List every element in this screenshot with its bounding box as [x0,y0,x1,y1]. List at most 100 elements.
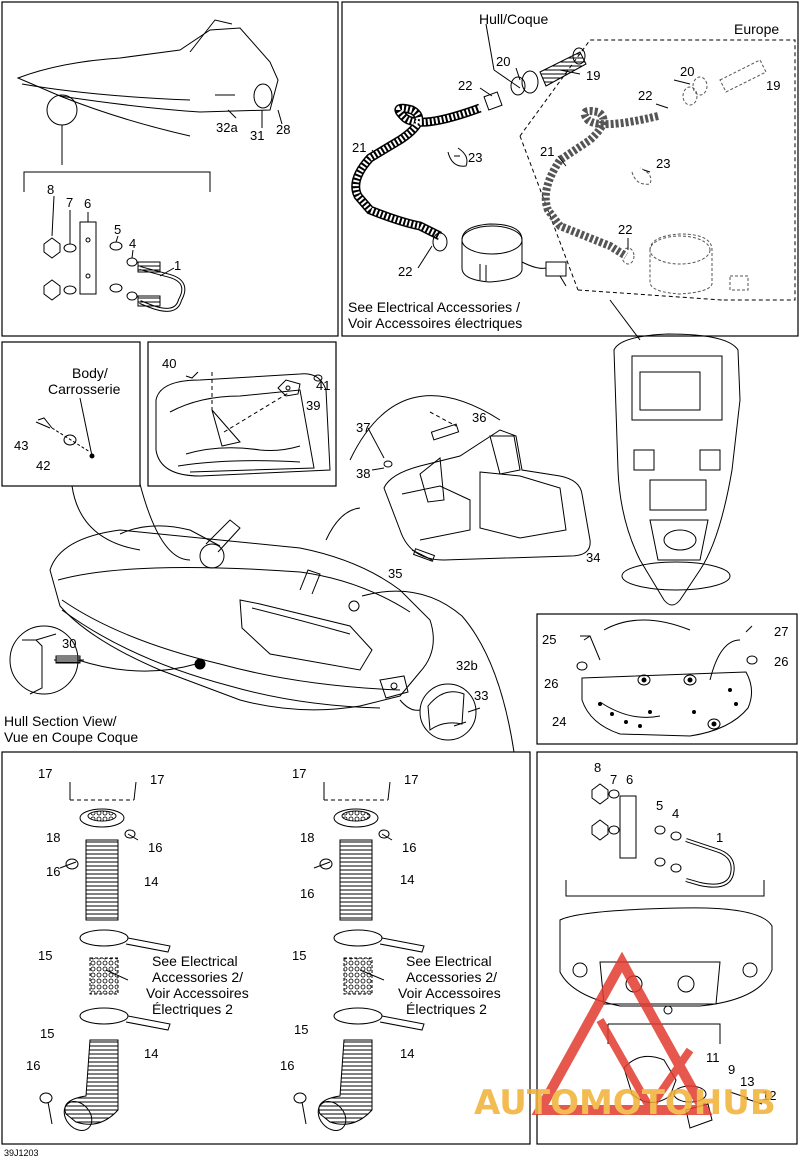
hull-section-detail [9,625,197,695]
callout-numbers: 8 7 6 5 4 1 32a 31 28 20 19 22 21 23 22 … [14,54,788,1103]
main-boat-view [49,299,641,753]
callout: 17 [404,772,418,787]
callout: 14 [144,874,158,889]
callout: 17 [38,766,52,781]
callout: 6 [626,772,633,787]
hull-section-label-line1: Hull Section View/ [4,713,117,729]
callout: 24 [552,714,566,729]
callout: 14 [144,1046,158,1061]
callout: 40 [162,356,176,371]
hull-label: Hull/Coque [479,11,548,27]
callout: 7 [610,772,617,787]
callout: 33 [474,688,488,703]
callout: 13 [740,1074,754,1089]
callout: 16 [280,1058,294,1073]
callout: 19 [766,78,780,93]
callout: 16 [148,840,162,855]
callout: 30 [62,636,76,651]
callout: 20 [680,64,694,79]
callout: 34 [586,550,600,565]
body-label-line2: Carrosserie [48,381,121,397]
electrical2-note-a-line4: Électriques 2 [152,1001,233,1017]
panel-bilge-pump [351,23,796,301]
callout: 15 [40,1026,54,1041]
callout: 15 [292,948,306,963]
panel-body-hardware [35,397,95,459]
callout: 6 [84,196,91,211]
callout: 15 [294,1022,308,1037]
callout: 14 [400,1046,414,1061]
callout: 22 [398,264,412,279]
callout: 43 [14,438,28,453]
callout: 36 [472,410,486,425]
callout: 38 [356,466,370,481]
callout: 17 [292,766,306,781]
callout: 32b [456,658,478,673]
callout: 31 [250,128,264,143]
callout: 28 [276,122,290,137]
callout: 23 [656,156,670,171]
rear-cover-detail [399,683,481,741]
callout: 16 [300,886,314,901]
callout: 42 [36,458,50,473]
callout: 7 [66,195,73,210]
callout: 16 [26,1058,40,1073]
callout: 1 [174,258,181,273]
callout: 4 [129,236,136,251]
callout: 20 [496,54,510,69]
callout: 5 [114,222,121,237]
callout: 1 [716,830,723,845]
electrical2-note-b-line1: See Electrical [406,953,492,969]
hull-section-label-line2: Vue en Coupe Coque [4,729,138,745]
callout: 32a [216,120,238,135]
callout: 26 [774,654,788,669]
electrical2-note-b-line2: Accessories 2/ [406,969,497,985]
callout: 21 [540,144,554,159]
callout: 4 [672,806,679,821]
callout: 19 [586,68,600,83]
callout: 27 [774,624,788,639]
callout: 15 [38,948,52,963]
callout: 26 [544,676,558,691]
electrical2-note-a-line2: Accessories 2/ [152,969,243,985]
callout: 22 [638,88,652,103]
callout: 37 [356,420,370,435]
callout: 16 [46,864,60,879]
drawing-id: 39J1203 [4,1148,39,1158]
callout: 18 [46,830,60,845]
callout: 9 [728,1062,735,1077]
electrical2-note-b-line4: Électriques 2 [406,1001,487,1017]
electrical2-note-a-line3: Voir Accessoires [146,985,249,1001]
callout: 8 [47,182,54,197]
callout: 5 [656,798,663,813]
callout: 35 [388,566,402,581]
panel-vent-ducts [39,781,425,1131]
callout: 8 [594,760,601,775]
body-label-line1: Body/ [72,365,108,381]
watermark-text: AUTOMOTOHUB [474,1083,776,1123]
callout: 16 [402,840,416,855]
callout: 18 [300,830,314,845]
callout: 21 [352,140,366,155]
callout: 14 [400,872,414,887]
callout: 12 [762,1088,776,1103]
panel-seat-base [576,619,758,737]
panel-bow-bracket [16,19,283,312]
watermark-logo: AUTOMOTOHUB [474,951,776,1123]
callout: 23 [468,150,482,165]
europe-label: Europe [734,21,779,37]
electrical-note-line1: See Electrical Accessories / [348,299,520,315]
diagram-text: Hull/Coque Europe See Electrical Accesso… [4,11,779,1158]
watermark-triangle-icon [531,951,713,1115]
callout: 41 [316,378,330,393]
electrical-note-line2: Voir Accessoires électriques [348,315,522,331]
top-view-boat [613,333,741,606]
callout: 39 [306,398,320,413]
callout: 22 [618,222,632,237]
electrical2-note-a-line1: See Electrical [152,953,238,969]
electrical2-note-b-line3: Voir Accessoires [398,985,501,1001]
panel-seat-detail [155,371,331,477]
callout: 25 [542,632,556,647]
